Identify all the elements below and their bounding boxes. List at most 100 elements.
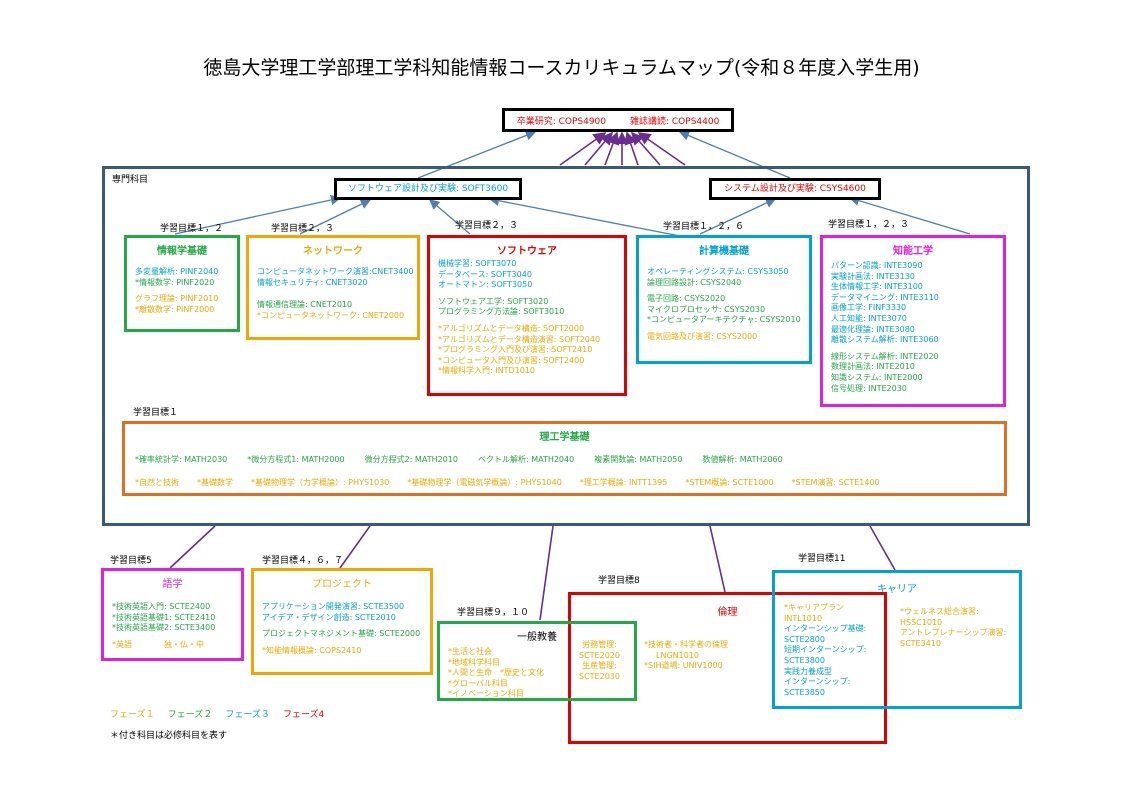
course-item: *情報科学入門: INTD1010	[438, 366, 535, 376]
course-item: *STEM演習: SCTE1400	[791, 477, 880, 487]
goal-keisan: 学習目標１，２，６	[663, 222, 745, 232]
arrow-softlab-grad	[417, 130, 537, 179]
course-item: マイクロプロセッサ: CSYS2030	[647, 304, 766, 314]
legend-phase1: フェーズ１	[110, 710, 155, 720]
course-item: 情報セキュリティ: CNET3020	[257, 277, 368, 287]
course-item: 生体情報工学: INTE3100	[831, 282, 923, 292]
line-project	[339, 525, 371, 569]
course-item: *知能情報概論: COPS2410	[262, 645, 362, 655]
course-item: LNGN1010	[656, 650, 699, 660]
course-item: *プログラミング入門及び演習: SOFT2410	[438, 345, 593, 355]
course-item: 数値解析: MATH2060	[702, 455, 783, 464]
line-rinri	[709, 525, 726, 593]
goal-riko: 学習目標１	[133, 408, 179, 418]
riko-kiso-box: 理工学基礎 *確率統計学: MATH2030 *微分方程式1: MATH2000…	[122, 421, 1007, 496]
course-item: *コンピュータ入門及び演習: SOFT2400	[438, 355, 585, 365]
career-box: キャリア *キャリアプラン INTL1010 インターンシップ基礎: SCTE2…	[772, 570, 1022, 709]
course-item: 情報通信理論: CNET2010	[257, 300, 353, 310]
goal-project: 学習目標４，６，７	[262, 556, 344, 566]
course-item: 電子回路: CSYS2020	[647, 294, 726, 304]
course-item: プロジェクトマネジメント基礎: SCTE2000	[262, 629, 421, 639]
legend-phase4: フェーズ4	[282, 710, 325, 720]
course-item: データマイニング: INTE3110	[831, 292, 939, 302]
course-item: 数理計画法: INTE2010	[831, 362, 915, 372]
graduation-research: 卒業研究: COPS4900	[516, 116, 606, 127]
course-item: SCTE3800	[784, 655, 825, 665]
arrow-syslab-grad	[678, 130, 791, 179]
course-item: HSSC1010	[900, 617, 943, 627]
course-item: データベース: SOFT3040	[438, 269, 532, 279]
keisanki-kiso-box: 計算機基礎 オペレーティングシステム: CSYS3050 論理回路設計: CSY…	[636, 235, 812, 364]
course-item: *アルゴリズムとデータ構造演習: SOFT2040	[438, 334, 601, 344]
goal-gogaku: 学習目標5	[110, 556, 152, 566]
course-item: SCTE3850	[784, 687, 825, 697]
course-item: *技術英語基礎1: SCTE2410	[112, 612, 216, 622]
joho-kiso-title: 情報学基礎	[157, 246, 207, 257]
course-item: SCTE2800	[784, 634, 825, 644]
course-item: SCTE2020	[579, 650, 620, 660]
course-item: *STEM概論: SCTE1000	[685, 477, 774, 487]
career-title: キャリア	[877, 584, 917, 595]
network-box: ネットワーク コンピュータネットワーク演習:CNET3400 情報セキュリティ:…	[246, 235, 420, 340]
course-item: 電気回路及び演習: CSYS2000	[647, 331, 758, 341]
project-title: プロジェクト	[312, 579, 372, 590]
course-item: *グローバル科目	[448, 678, 508, 688]
course-item: 微分方程式2: MATH2010	[364, 455, 458, 464]
course-item: *技術英語入門: SCTE2400	[112, 602, 211, 611]
course-item: *理工学概論: INTT1395	[579, 477, 668, 487]
course-item: オートマトン: SOFT3050	[438, 280, 533, 290]
course-item: 線形システム解析: INTE2020	[831, 351, 939, 361]
arrow-keisan-syslab	[699, 198, 777, 235]
course-item: *基礎物理学（電磁気学概論）: PHYS1040	[407, 477, 562, 487]
specialized-subjects-frame	[102, 166, 1030, 526]
arrow-keisan-softlab	[488, 195, 681, 237]
arrow-joho-softlab	[174, 194, 342, 235]
ippan-kyoyo-box: 一般教養 *生活と社会 *地域科学科目 *人間と生命 *歴史と文化 *グローバル…	[437, 621, 637, 701]
goal-ippan: 学習目標９，１０	[457, 608, 530, 618]
chino-kogaku-title: 知能工学	[893, 246, 933, 257]
course-item: *技術者・科学者の倫理	[644, 640, 728, 649]
goal-joho: 学習目標１，２	[160, 224, 224, 234]
project-box: プロジェクト アプリケーション開発演習: SCTE3500 アイデア・デザイン創…	[251, 568, 433, 675]
phase-legend: フェーズ１ フェーズ２ フェーズ３ フェーズ4	[110, 702, 332, 721]
ippan-kyoyo-title: 一般教養	[517, 632, 557, 643]
network-title: ネットワーク	[303, 246, 363, 257]
line-gogaku	[169, 525, 216, 569]
course-item: 信号処理: INTE2030	[831, 383, 907, 393]
course-item: 生産管理:	[582, 661, 617, 671]
graduation-box: 卒業研究: COPS4900 雑誌講読: COPS4400	[502, 108, 734, 132]
software-title: ソフトウェア	[497, 246, 557, 257]
course-item: 短期インターンシップ:	[784, 645, 867, 655]
legend-phase3: フェーズ３	[225, 710, 270, 720]
arrow-chino-syslab	[848, 195, 971, 235]
specialized-subjects-label: 専門科目	[112, 175, 149, 185]
course-item: SCTE3410	[900, 638, 941, 648]
goal-net: 学習目標２，３	[271, 224, 335, 234]
course-item: 人工知能: INTE3070	[831, 313, 907, 323]
course-item: *アルゴリズムとデータ構造: SOFT2000	[438, 323, 585, 333]
software-box: ソフトウェア 機械学習: SOFT3070 データベース: SOFT3040 オ…	[427, 235, 627, 396]
course-item: アントレプレナーシップ演習:	[900, 628, 1007, 638]
course-item: 知識システム: INTE2000	[831, 372, 923, 382]
course-item: グラフ理論: PINF2010	[135, 294, 219, 304]
arrow-soft-softlab	[429, 199, 471, 235]
course-item: 機械学習: SOFT3070	[438, 259, 517, 268]
arrow-net-softlab	[299, 199, 372, 235]
rinri-box: 倫理 労務管理: SCTE2020 生産管理: SCTE2030 *技術者・科学…	[568, 592, 887, 744]
course-item: *地域科学科目	[448, 657, 500, 667]
gogaku-box: 語学 *技術英語入門: SCTE2400 *技術英語基礎1: SCTE2410 …	[101, 568, 244, 661]
goal-soft: 学習目標２，３	[455, 221, 519, 231]
goal-rinri: 学習目標8	[598, 576, 640, 586]
course-item: 画像工学: FINF3330	[831, 303, 907, 313]
course-item: インターンシップ:	[784, 677, 851, 687]
course-item: 最適化理論: INTE3080	[831, 324, 915, 334]
graduation-seminar: 雑誌講読: COPS4400	[630, 116, 720, 127]
course-item: パターン認識: INTE3090	[831, 261, 923, 270]
course-item: アプリケーション開発演習: SCTE3500	[262, 602, 405, 611]
gogaku-title: 語学	[162, 579, 183, 590]
course-item: *確率統計学: MATH2030	[135, 455, 228, 464]
course-item: *コンピュータアーキテクチャ: CSYS2010	[647, 315, 801, 325]
course-item: 実践力養成型	[784, 666, 832, 676]
course-item: *英語 独・仏・中	[112, 639, 204, 649]
